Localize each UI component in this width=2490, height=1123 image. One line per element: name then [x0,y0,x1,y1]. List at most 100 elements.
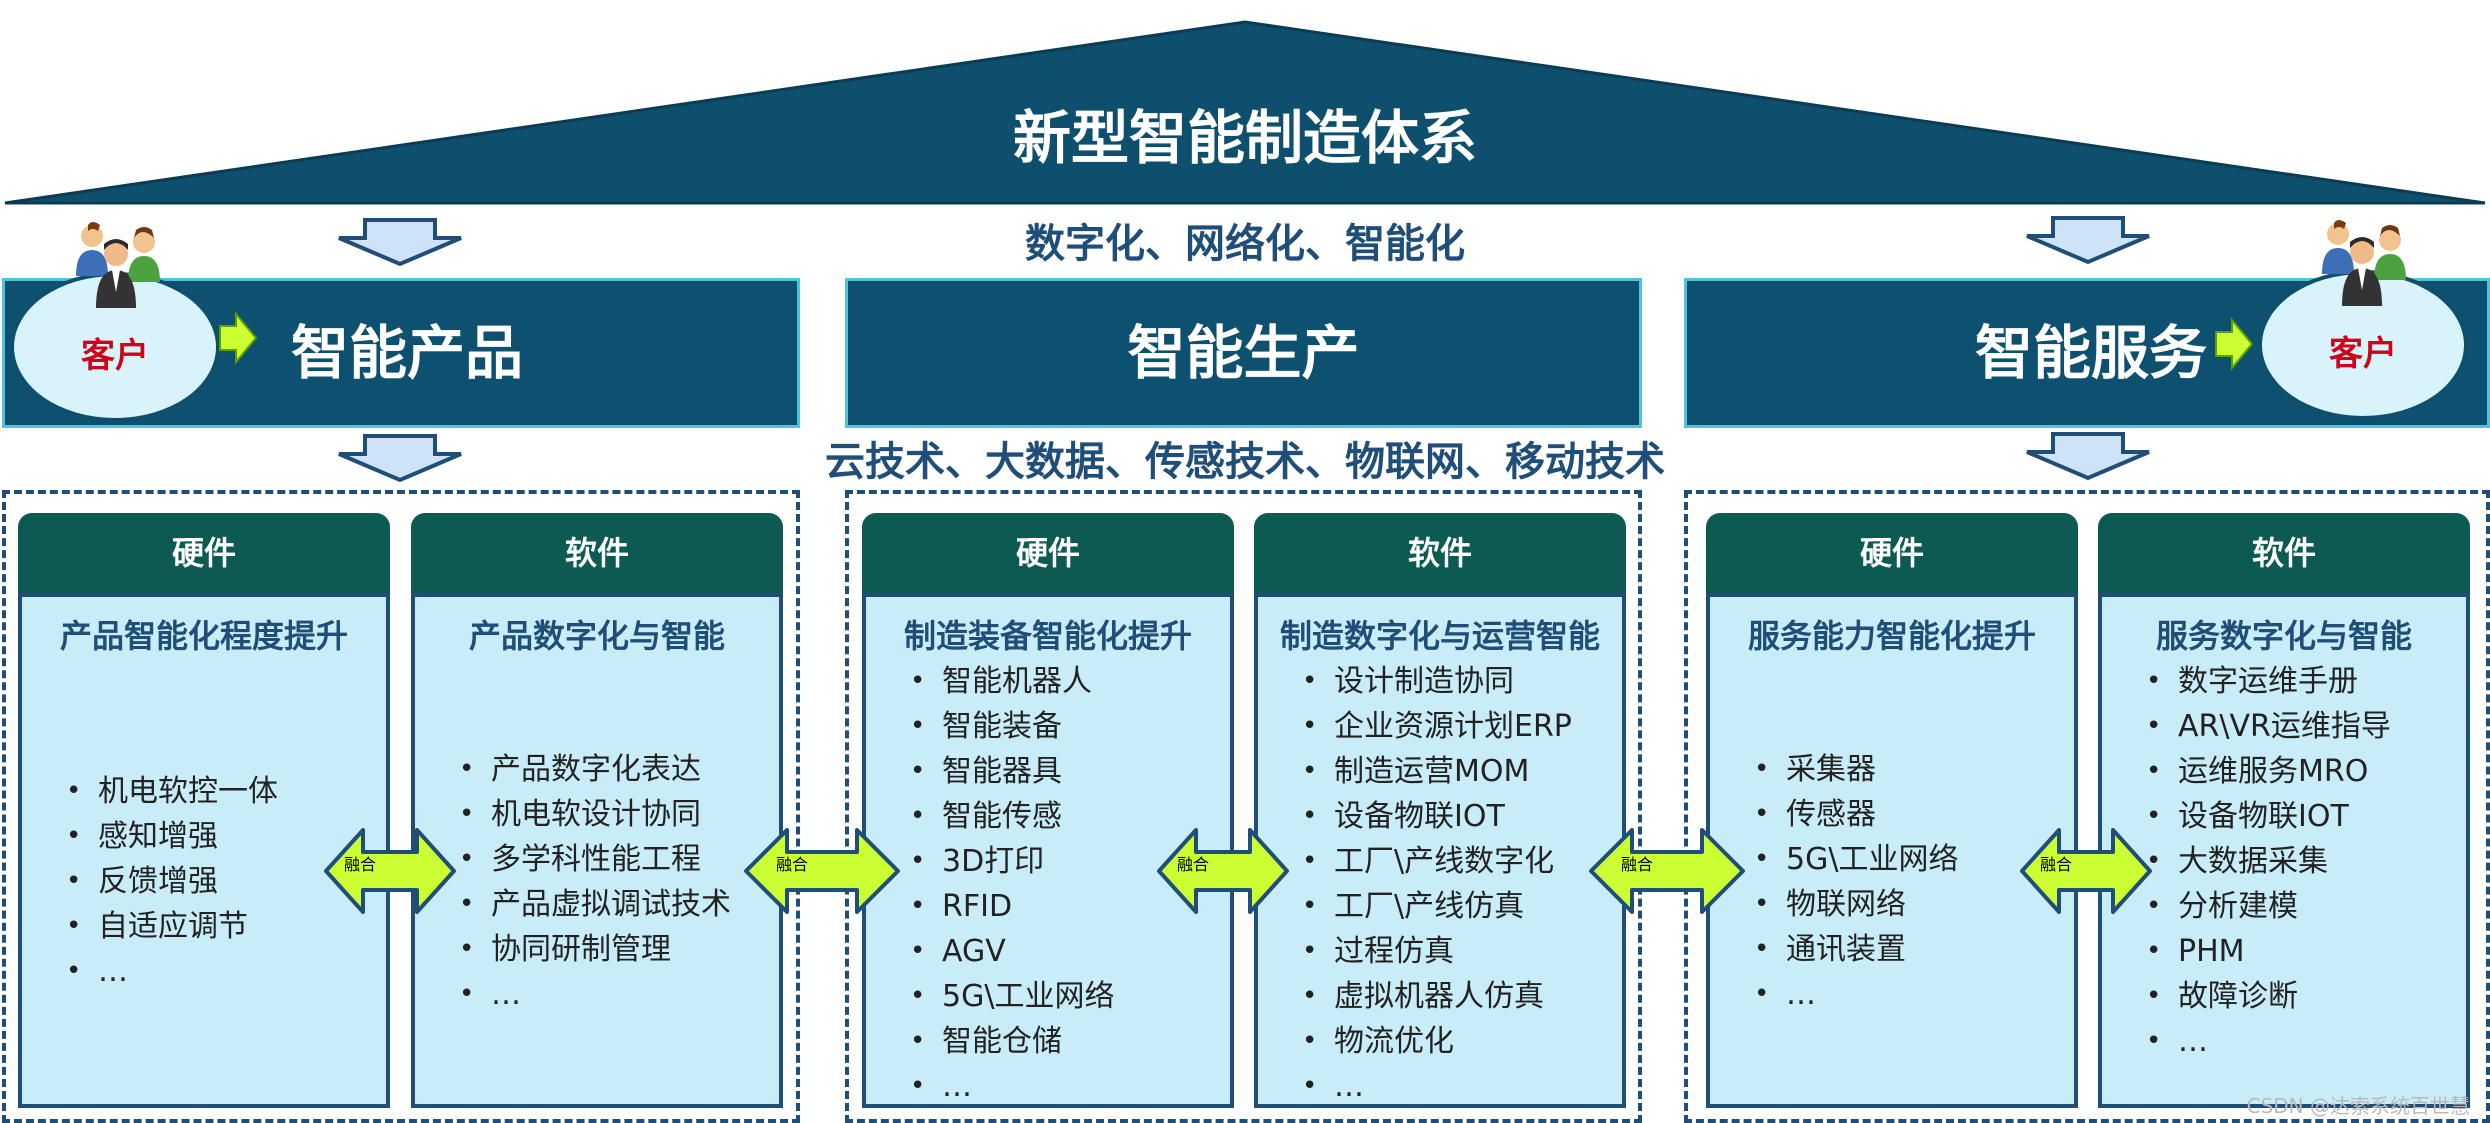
fusion-arrow-icon [2020,828,2152,914]
list-item: 工厂\产线数字化 [1258,839,1622,884]
banner-smart-production: 智能生产 [845,278,1642,428]
down-arrow-icon [338,434,462,483]
list-item: 设备物联IOT [1258,794,1622,839]
list-item: … [1258,1064,1622,1109]
item-list: 设计制造协同 企业资源计划ERP 制造运营MOM 设备物联IOT 工厂\产线数字… [1258,659,1622,1109]
list-item: 反馈增强 [22,859,386,904]
list-item: 智能器具 [866,749,1230,794]
customer-bubble-left: 客户 [10,272,220,422]
list-item: 机电软控一体 [22,769,386,814]
group-smart-product [2,490,800,1123]
people-icon [2322,220,2406,306]
list-item: 虚拟机器人仿真 [1258,974,1622,1019]
list-item: 故障诊断 [2102,974,2466,1019]
list-item: AGV [866,929,1230,974]
people-icon [76,222,160,308]
right-arrow-icon [2215,317,2254,371]
list-item: 感知增强 [22,814,386,859]
right-arrow-icon [219,311,258,365]
fusion-label: 融合 [776,855,809,874]
list-item: 多学科性能工程 [415,837,779,882]
list-item: 5G\工业网络 [1710,837,2074,882]
column-body: 服务数字化与智能 数字运维手册 AR\VR运维指导 运维服务MRO 设备物联IO… [2098,593,2470,1108]
list-item: 机电软设计协同 [415,792,779,837]
column-title: 产品智能化程度提升 [59,617,348,655]
fusion-label: 融合 [344,855,377,874]
banner-label: 智能服务 [1975,319,2208,387]
column-title: 制造数字化与运营智能 [1279,617,1600,655]
list-item: … [1710,972,2074,1017]
list-item: 协同研制管理 [415,927,779,972]
column-title: 服务数字化与智能 [2155,617,2412,655]
list-item: … [2102,1019,2466,1064]
customer-label: 客户 [2329,334,2397,374]
fusion-label: 融合 [2040,855,2073,874]
list-item: 3D打印 [866,839,1230,884]
list-item: 过程仿真 [1258,929,1622,974]
column-title: 产品数字化与智能 [468,617,725,655]
subtitle: 数字化、网络化、智能化 [1025,221,1465,267]
list-item: 自适应调节 [22,904,386,949]
list-item: 物联网络 [1710,882,2074,927]
roof-shape [4,20,2486,205]
list-item: 智能传感 [866,794,1230,839]
list-item: … [415,972,779,1017]
column-title: 服务能力智能化提升 [1747,617,2036,655]
fusion-arrow-icon [324,828,456,914]
fusion-label: 融合 [1621,855,1654,874]
column-header: 软件 [411,513,783,593]
group-smart-service [1684,490,2490,1123]
column-body: 产品数字化与智能 产品数字化表达 机电软设计协同 多学科性能工程 产品虚拟调试技… [411,593,783,1108]
list-item: 设备物联IOT [2102,794,2466,839]
column-header: 硬件 [1706,513,2078,593]
column-title: 制造装备智能化提升 [903,617,1192,655]
group-smart-production [845,490,1642,1123]
banner-label: 智能产品 [291,319,524,387]
column-header: 硬件 [862,513,1234,593]
item-list: 智能机器人 智能装备 智能器具 智能传感 3D打印 RFID AGV 5G\工业… [866,659,1230,1109]
list-item: … [22,949,386,994]
list-item: 智能仓储 [866,1019,1230,1064]
fusion-arrow-icon [1157,828,1289,914]
watermark: CSDN @达索系统百世慧 [2246,1094,2470,1118]
list-item: 设计制造协同 [1258,659,1622,704]
list-item: 数字运维手册 [2102,659,2466,704]
list-item: 产品虚拟调试技术 [415,882,779,927]
customer-label: 客户 [81,336,149,376]
down-arrow-icon [2026,432,2150,481]
list-item: 分析建模 [2102,884,2466,929]
list-item: 运维服务MRO [2102,749,2466,794]
column-header: 硬件 [18,513,390,593]
list-item: 工厂\产线仿真 [1258,884,1622,929]
list-item: 5G\工业网络 [866,974,1230,1019]
list-item: RFID [866,884,1230,929]
list-item: 智能机器人 [866,659,1230,704]
column-header: 软件 [1254,513,1626,593]
roof-title: 新型智能制造体系 [1012,104,1477,172]
item-list: 产品数字化表达 机电软设计协同 多学科性能工程 产品虚拟调试技术 协同研制管理 … [415,747,779,1017]
list-item: … [866,1064,1230,1109]
list-item: 采集器 [1710,747,2074,792]
item-list: 采集器 传感器 5G\工业网络 物联网络 通讯装置 … [1710,747,2074,1017]
fusion-arrow-icon [744,828,900,914]
list-item: 智能装备 [866,704,1230,749]
list-item: 产品数字化表达 [415,747,779,792]
list-item: 大数据采集 [2102,839,2466,884]
list-item: 企业资源计划ERP [1258,704,1622,749]
list-item: AR\VR运维指导 [2102,704,2466,749]
down-arrow-icon [338,218,462,267]
list-item: 传感器 [1710,792,2074,837]
item-list: 机电软控一体 感知增强 反馈增强 自适应调节 … [22,769,386,994]
list-item: 通讯装置 [1710,927,2074,972]
column-body: 产品智能化程度提升 机电软控一体 感知增强 反馈增强 自适应调节 … [18,593,390,1108]
list-item: PHM [2102,929,2466,974]
down-arrow-icon [2026,216,2150,265]
column-body: 制造数字化与运营智能 设计制造协同 企业资源计划ERP 制造运营MOM 设备物联… [1254,593,1626,1109]
item-list: 数字运维手册 AR\VR运维指导 运维服务MRO 设备物联IOT 大数据采集 分… [2102,659,2466,1064]
fusion-label: 融合 [1177,855,1210,874]
list-item: 物流优化 [1258,1019,1622,1064]
fusion-arrow-icon [1589,828,1745,914]
list-item: 制造运营MOM [1258,749,1622,794]
column-header: 软件 [2098,513,2470,593]
banner-label: 智能生产 [1127,319,1360,387]
